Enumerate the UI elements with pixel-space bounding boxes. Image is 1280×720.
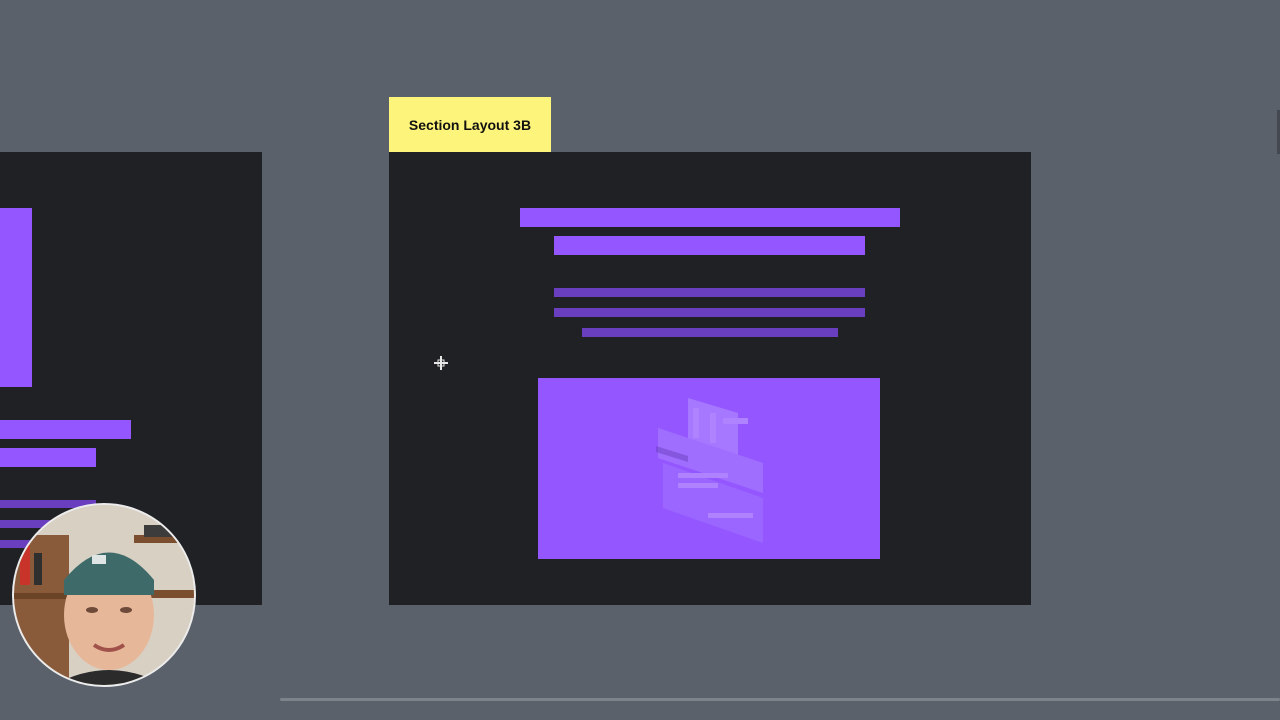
image-block — [0, 208, 32, 387]
presenter-avatar — [14, 505, 194, 685]
webcam-overlay — [12, 503, 196, 687]
frame-section-layout-3b[interactable] — [389, 152, 1031, 605]
heading-bar — [0, 420, 131, 439]
heading-bar — [520, 208, 900, 227]
text-line — [554, 308, 865, 317]
illustration-image — [538, 378, 880, 559]
text-line — [554, 288, 865, 297]
subheading-bar — [0, 448, 96, 467]
horizontal-scrollbar[interactable] — [280, 698, 1280, 701]
subheading-bar — [554, 236, 865, 255]
frame-label-text: Section Layout 3B — [408, 116, 532, 133]
text-line — [0, 500, 96, 508]
right-frame-edge — [1277, 110, 1280, 154]
text-line — [582, 328, 838, 337]
isometric-illustration-icon — [656, 398, 763, 543]
move-cursor-icon — [434, 356, 448, 372]
frame-label-tag[interactable]: Section Layout 3B — [389, 97, 551, 152]
